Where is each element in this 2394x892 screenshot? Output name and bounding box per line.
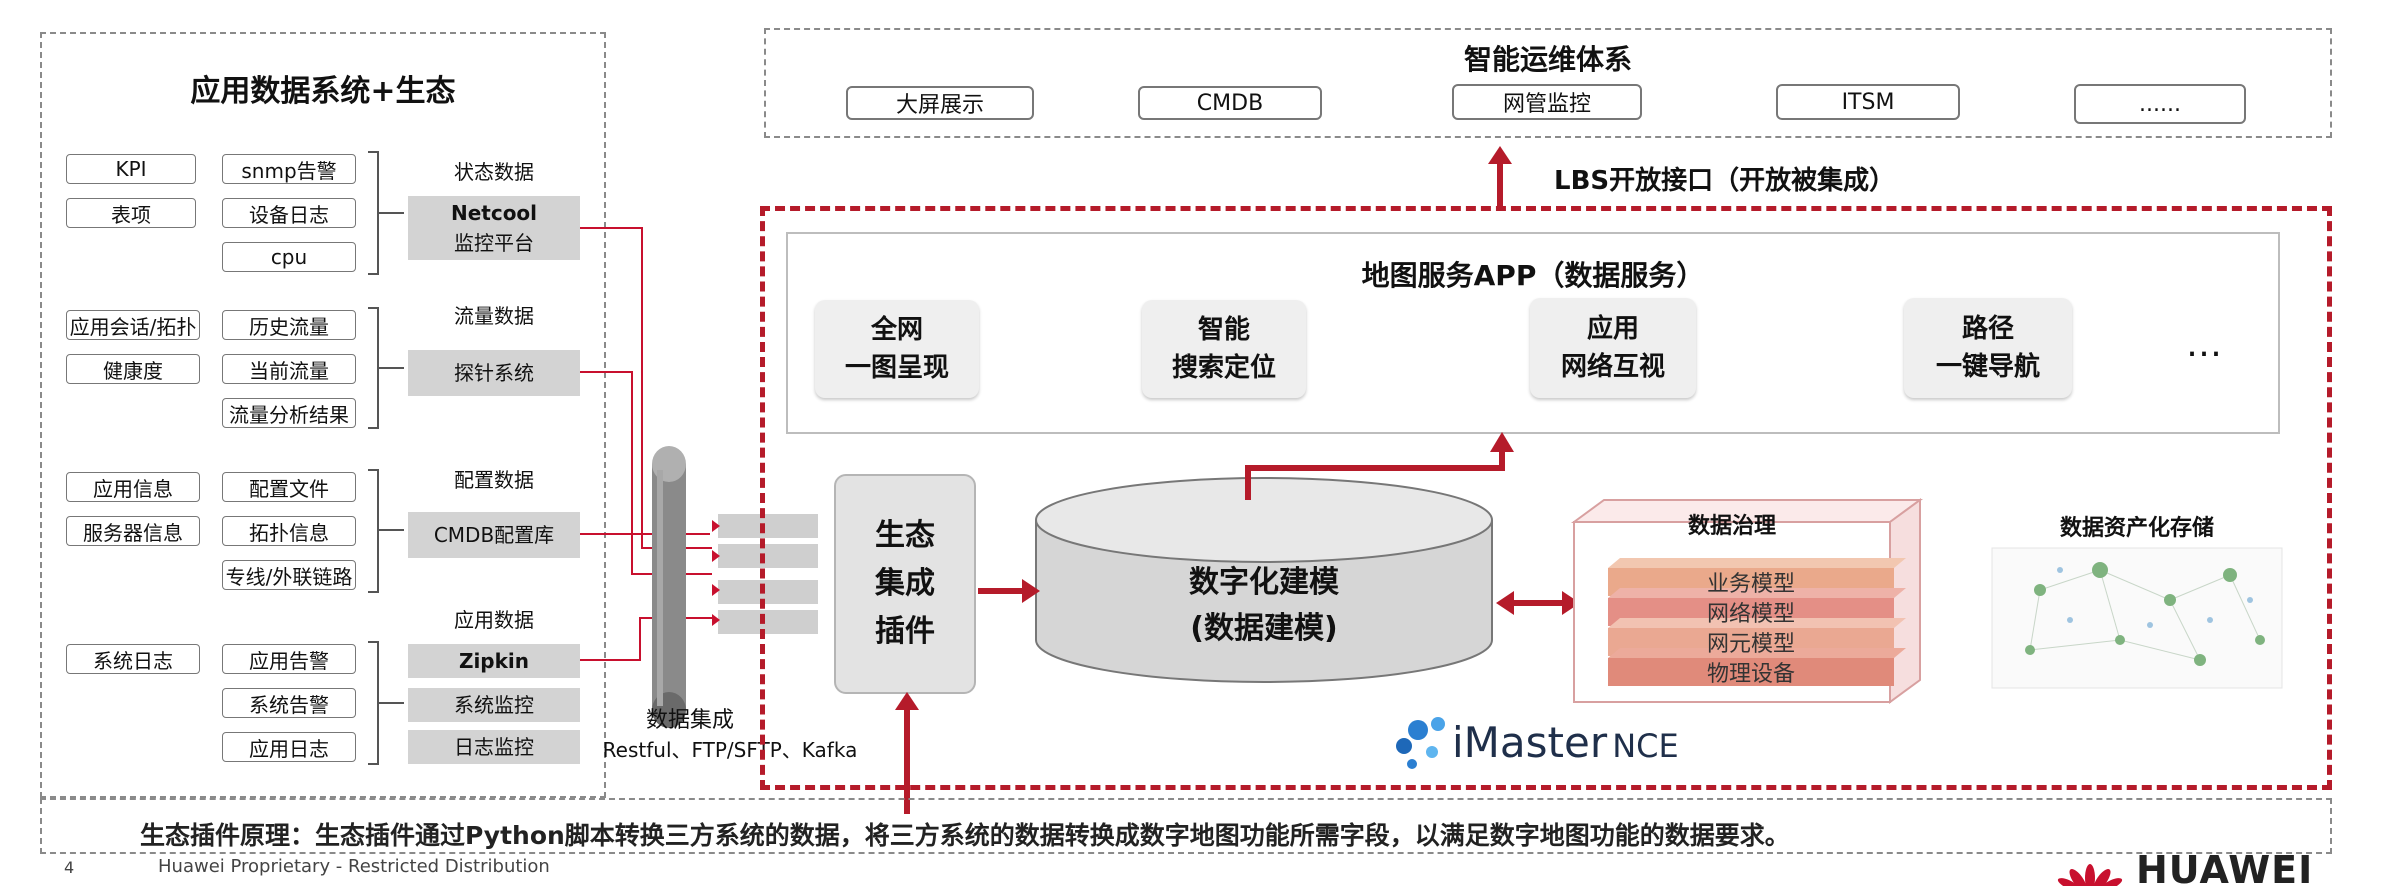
system-zipkin-name: Zipkin xyxy=(458,649,530,673)
modeling-label-l2: (数据建模) xyxy=(1190,611,1338,646)
item-flow-analysis: 流量分析结果 xyxy=(222,398,356,428)
imaster-region xyxy=(760,206,2332,790)
system-cmdb: CMDB配置库 xyxy=(408,512,580,558)
item-device-log: 设备日志 xyxy=(222,198,356,228)
item-history-flow: 历史流量 xyxy=(222,310,356,340)
integration-label: 数据集成 xyxy=(645,708,734,733)
group-label-flow: 流量数据 xyxy=(454,304,534,328)
modeling-label: 数字化建模 (数据建模) xyxy=(1036,560,1492,652)
system-monitor: 系统监控 xyxy=(408,688,580,722)
bottom-note: 生态插件原理：生态插件通过Python脚本转换三方系统的数据，将三方系统的数据转… xyxy=(140,821,1790,850)
system-zipkin: Zipkin xyxy=(408,644,580,678)
eco-plugin-l2: 集成 xyxy=(875,566,935,601)
item-app-info: 应用信息 xyxy=(66,472,200,502)
map-service-title: 地图服务APP（数据服务） xyxy=(1361,259,1705,292)
top-item-more: ...... xyxy=(2074,84,2246,124)
arrow-lbs-up xyxy=(1488,146,1512,206)
top-panel-title: 智能运维体系 xyxy=(1463,43,1632,76)
app-smart-search[interactable]: 智能 搜索定位 xyxy=(1142,300,1306,398)
log-monitor: 日志监控 xyxy=(408,730,580,764)
item-health: 健康度 xyxy=(66,354,200,384)
huawei-logo-icon xyxy=(2057,864,2123,886)
item-current-flow: 当前流量 xyxy=(222,354,356,384)
item-cpu: cpu xyxy=(222,242,356,272)
item-server-info: 服务器信息 xyxy=(66,516,200,546)
top-item-big-screen: 大屏展示 xyxy=(846,86,1034,120)
eco-plugin-l1: 生态 xyxy=(875,518,935,553)
system-netcool-sub: 监控平台 xyxy=(454,231,534,255)
imaster-brand: iMaster NCE xyxy=(1452,718,1679,767)
app-smart-search-l1: 智能 xyxy=(1197,315,1250,345)
item-system-log: 系统日志 xyxy=(66,644,200,674)
app-global-view-l2: 一图呈现 xyxy=(844,353,949,383)
app-network-view[interactable]: 应用 网络互视 xyxy=(1530,298,1696,398)
app-path-navigation[interactable]: 路径 一键导航 xyxy=(1904,298,2072,398)
item-config-file: 配置文件 xyxy=(222,472,356,502)
app-path-navigation-l2: 一键导航 xyxy=(1935,352,2040,382)
group-label-status: 状态数据 xyxy=(454,160,534,184)
group-label-config: 配置数据 xyxy=(454,468,534,492)
app-global-view[interactable]: 全网 一图呈现 xyxy=(815,300,979,398)
item-app-session: 应用会话/拓扑 xyxy=(66,310,200,340)
imaster-brand-prefix: iMaster xyxy=(1452,718,1608,767)
top-item-nms: 网管监控 xyxy=(1452,84,1642,120)
item-table: 表项 xyxy=(66,198,196,228)
item-app-log: 应用日志 xyxy=(222,732,356,762)
top-item-cmdb: CMDB xyxy=(1138,86,1322,120)
integration-protocols: Restful、FTP/SFTP、Kafka xyxy=(602,738,858,762)
top-item-itsm: ITSM xyxy=(1776,84,1960,120)
system-netcool-name: Netcool xyxy=(450,201,538,225)
app-smart-search-l2: 搜索定位 xyxy=(1171,353,1276,383)
lbs-interface-label: LBS开放接口（开放被集成） xyxy=(1554,166,1896,196)
eco-plugin-l3: 插件 xyxy=(875,614,935,649)
governance-title: 数据治理 xyxy=(1687,514,1776,539)
eco-plugin: 生态 集成 插件 xyxy=(834,474,976,694)
item-snmp-alarm: snmp告警 xyxy=(222,154,356,184)
item-app-alarm: 应用告警 xyxy=(222,644,356,674)
app-network-view-l2: 网络互视 xyxy=(1560,352,1665,382)
system-netcool: Netcool 监控平台 xyxy=(408,196,580,260)
system-probe: 探针系统 xyxy=(408,350,580,396)
app-network-view-l1: 应用 xyxy=(1586,314,1639,344)
item-topology-info: 拓扑信息 xyxy=(222,516,356,546)
layer-physical-device: 物理设备 xyxy=(1706,662,1795,687)
app-path-navigation-l1: 路径 xyxy=(1961,314,2014,344)
layer-ne-model: 网元模型 xyxy=(1706,632,1795,657)
footer-text: Huawei Proprietary - Restricted Distribu… xyxy=(158,856,550,877)
left-panel-title: 应用数据系统+生态 xyxy=(190,74,456,109)
asset-storage-title: 数据资产化存储 xyxy=(2059,516,2214,541)
imaster-brand-suffix: NCE xyxy=(1612,727,1679,765)
huawei-logo-text: HUAWEI xyxy=(2136,848,2314,892)
integration-cylinder xyxy=(652,446,686,728)
item-private-line: 专线/外联链路 xyxy=(222,560,356,590)
top-panel xyxy=(764,28,2332,138)
app-global-view-l1: 全网 xyxy=(870,315,923,345)
modeling-label-l1: 数字化建模 xyxy=(1189,565,1339,600)
group-label-app: 应用数据 xyxy=(454,608,534,632)
queue-arrows xyxy=(712,520,720,626)
item-kpi: KPI xyxy=(66,154,196,184)
item-system-alarm: 系统告警 xyxy=(222,688,356,718)
layer-business-model: 业务模型 xyxy=(1706,572,1795,597)
layer-network-model: 网络模型 xyxy=(1706,602,1795,627)
app-more: … xyxy=(2186,324,2222,365)
page-number: 4 xyxy=(64,858,75,877)
bottom-note-box xyxy=(40,798,2332,854)
